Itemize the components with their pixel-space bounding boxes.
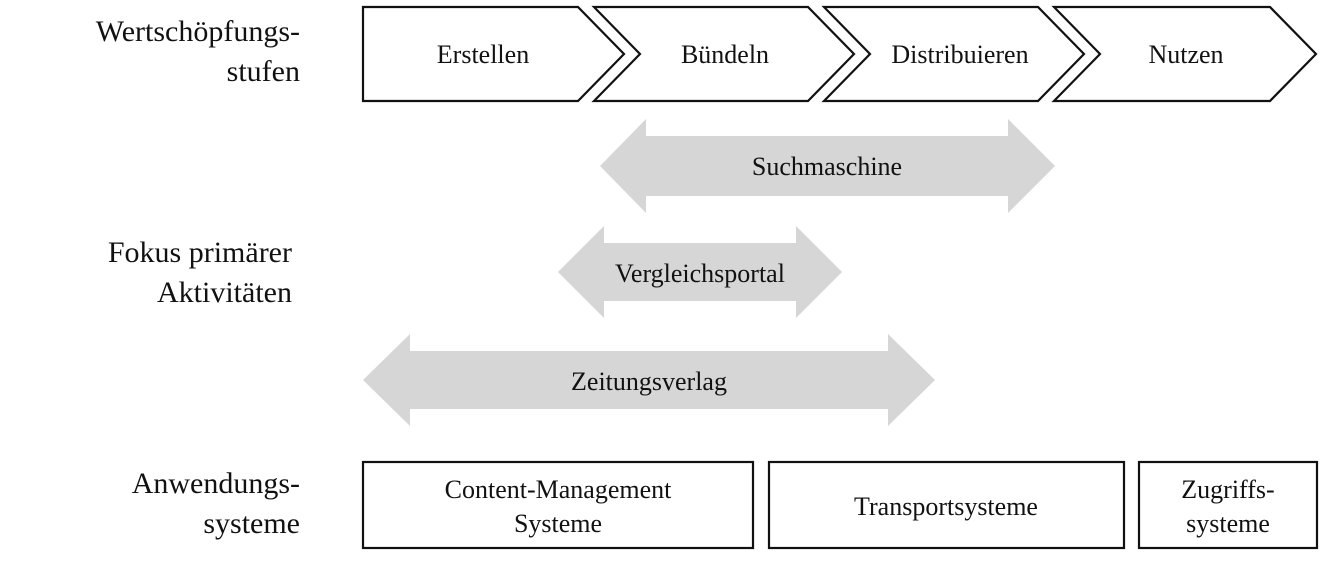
system-box-label: Zugriffs- bbox=[1181, 475, 1274, 504]
system-box-transport: Transportsysteme bbox=[767, 460, 1126, 550]
chevron-step-label: Distribuieren bbox=[891, 40, 1028, 69]
system-box-access: Zugriffs- systeme bbox=[1137, 460, 1319, 550]
row-label-value-chain-stages: Wertschöpfungs- stufen bbox=[40, 12, 300, 92]
system-box-label: Transportsysteme bbox=[854, 492, 1038, 521]
focus-arrow-vergleichsportal: Vergleichsportal bbox=[558, 226, 842, 318]
row-label-application-systems: Anwendungs- systeme bbox=[40, 464, 300, 544]
row-label-line: systeme bbox=[203, 507, 300, 540]
chevron-step-buendeln: Bündeln bbox=[591, 5, 856, 103]
row-label-line: Fokus primärer bbox=[107, 236, 292, 269]
row-label-line: Aktivitäten bbox=[157, 276, 292, 309]
system-box-content-management: Content-Management Systeme bbox=[361, 460, 755, 550]
chevron-step-erstellen: Erstellen bbox=[361, 5, 626, 103]
focus-arrow-zeitungsverlag: Zeitungsverlag bbox=[363, 334, 935, 426]
activity-focus-row: Suchmaschine Vergleichsportal Zeitungsve… bbox=[363, 119, 1055, 426]
focus-arrow-suchmaschine: Suchmaschine bbox=[600, 119, 1055, 213]
focus-arrow-label: Zeitungsverlag bbox=[571, 367, 727, 396]
application-systems-row: Content-Management Systeme Transportsyst… bbox=[361, 460, 1319, 550]
focus-arrow-label: Vergleichsportal bbox=[615, 259, 785, 288]
value-chain-row: Erstellen Bündeln Distribuieren Nutzen bbox=[361, 5, 1318, 103]
system-box-label: systeme bbox=[1186, 509, 1270, 538]
chevron-step-label: Erstellen bbox=[437, 40, 529, 69]
chevron-step-nutzen: Nutzen bbox=[1051, 5, 1318, 103]
system-box-label: Content-Management bbox=[445, 475, 672, 504]
focus-arrow-label: Suchmaschine bbox=[752, 152, 902, 181]
chevron-step-label: Bündeln bbox=[681, 40, 769, 69]
system-box-label: Systeme bbox=[514, 509, 602, 538]
row-label-primary-activity-focus: Fokus primärer Aktivitäten bbox=[40, 233, 292, 313]
row-label-line: stufen bbox=[226, 55, 300, 88]
row-label-line: Wertschöpfungs- bbox=[95, 15, 300, 48]
chevron-step-distribuieren: Distribuieren bbox=[821, 5, 1086, 103]
row-label-line: Anwendungs- bbox=[131, 467, 300, 500]
chevron-step-label: Nutzen bbox=[1148, 40, 1223, 69]
